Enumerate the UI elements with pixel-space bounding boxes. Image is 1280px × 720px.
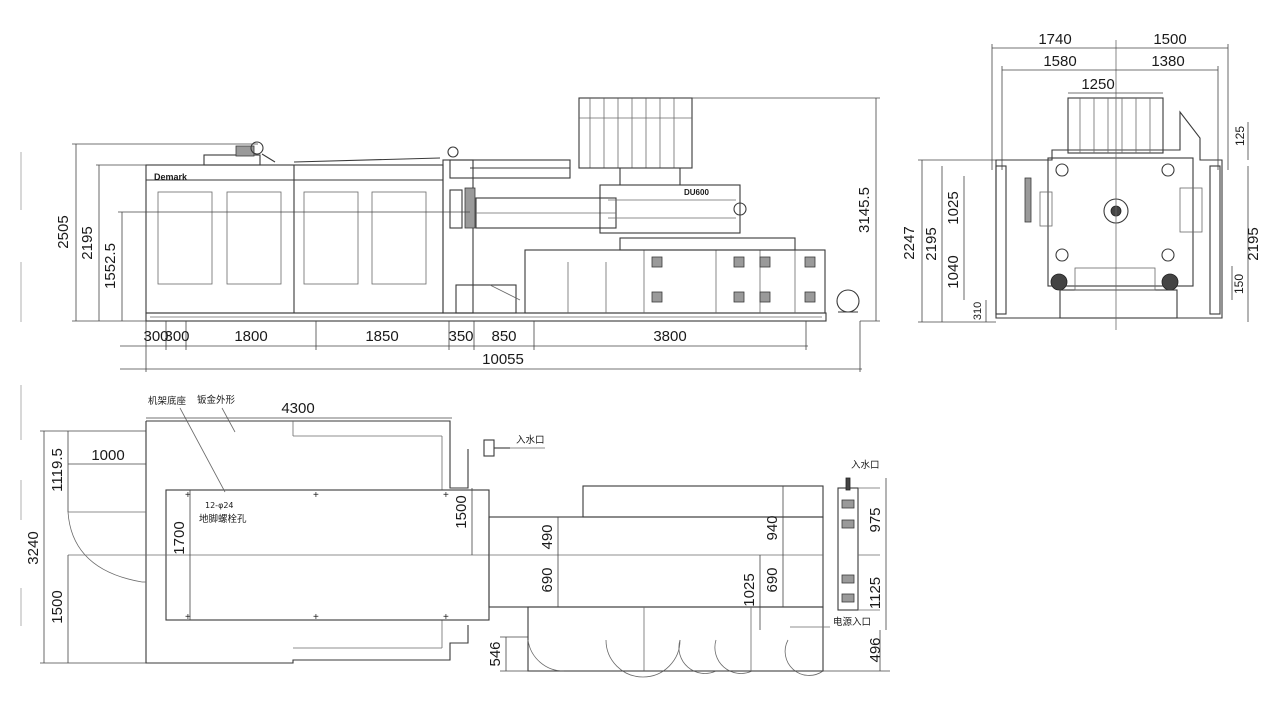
dim-side-height-2505: 2505 xyxy=(55,215,72,248)
dim-side-length-300a: 300 xyxy=(143,328,168,345)
dim-plan-690-a: 690 xyxy=(539,567,556,592)
dim-plan-690-b: 690 xyxy=(764,567,781,592)
dim-side-length-3800: 3800 xyxy=(653,328,686,345)
dim-plan-496: 496 xyxy=(867,637,884,662)
guard-window-4 xyxy=(371,191,427,285)
dim-plan-1125: 1125 xyxy=(867,577,884,609)
page-edge-mark-1 xyxy=(20,152,22,210)
dim-side-height-2195: 2195 xyxy=(79,226,96,259)
power-unit xyxy=(524,249,826,314)
dim-plan-1025: 1025 xyxy=(741,573,758,606)
power-inlet-label: 电源入口 xyxy=(833,616,871,628)
dim-side-length-850: 850 xyxy=(491,328,516,345)
water-inlet-label-2: 入水口 xyxy=(851,459,880,471)
frame-base-label: 机架底座 xyxy=(148,395,187,407)
dim-plan-4300: 4300 xyxy=(281,400,314,417)
guard-window-2 xyxy=(226,191,282,285)
dim-end-height-310: 310 xyxy=(972,302,984,320)
dim-side-height-3145-5: 3145.5 xyxy=(856,187,873,233)
svg-text:+: + xyxy=(443,612,449,623)
brand-label: Demark xyxy=(154,172,188,182)
dim-end-width-1500: 1500 xyxy=(1153,31,1186,48)
dim-end-height-2247: 2247 xyxy=(901,226,918,259)
dim-side-height-1552-5: 1552.5 xyxy=(102,243,119,289)
plan-view: + + + + + + 入水口 入 xyxy=(25,394,890,678)
svg-text:+: + xyxy=(185,490,191,501)
dim-end-width-1380: 1380 xyxy=(1151,53,1184,70)
guard-window-3 xyxy=(303,191,359,285)
anchor-holes-label: 地脚螺栓孔 xyxy=(199,513,247,525)
oil-tank xyxy=(836,289,860,313)
dim-end-height-2195-left: 2195 xyxy=(923,227,940,260)
injection-unit xyxy=(599,184,741,234)
dim-end-width-1740: 1740 xyxy=(1038,31,1071,48)
anchor-holes-spec: 12-φ24 xyxy=(205,501,234,510)
dim-plan-490: 490 xyxy=(539,524,556,549)
page-edge-mark-4 xyxy=(20,480,22,520)
dim-plan-546: 546 xyxy=(487,641,504,666)
page-edge-mark-2 xyxy=(20,262,22,322)
water-inlet-label-1: 入水口 xyxy=(516,434,545,446)
page-edge-mark-5 xyxy=(20,588,22,626)
dim-plan-1500-mid: 1500 xyxy=(453,495,470,528)
dim-side-length-1800: 1800 xyxy=(234,328,267,345)
svg-text:+: + xyxy=(313,490,319,501)
hopper-cage xyxy=(578,97,693,169)
sheet-metal-outline xyxy=(145,420,469,664)
dim-plan-3240: 3240 xyxy=(25,531,42,564)
guard-window-1 xyxy=(157,191,213,285)
dim-end-height-1025: 1025 xyxy=(945,191,962,224)
page-edge-mark-3 xyxy=(20,385,22,440)
dim-side-length-350: 350 xyxy=(448,328,473,345)
svg-text:+: + xyxy=(313,612,319,623)
dim-end-height-2195-right: 2195 xyxy=(1245,227,1262,260)
platen xyxy=(1047,157,1194,287)
dim-plan-940: 940 xyxy=(764,515,781,540)
end-view: 1740 1500 1580 1380 1250 2247 2195 1025 … xyxy=(901,31,1262,330)
dim-plan-975: 975 xyxy=(867,507,884,532)
dim-end-height-150: 150 xyxy=(1232,274,1246,294)
dim-side-length-1850: 1850 xyxy=(365,328,398,345)
dim-plan-1119-5: 1119.5 xyxy=(49,448,66,492)
dim-side-length-300b: 300 xyxy=(164,328,189,345)
dim-plan-1700: 1700 xyxy=(171,521,188,554)
dim-plan-1000: 1000 xyxy=(91,447,124,464)
dim-plan-1500-left: 1500 xyxy=(49,590,66,623)
dim-end-width-1580: 1580 xyxy=(1043,53,1076,70)
dim-end-height-125: 125 xyxy=(1233,126,1247,146)
model-label: DU600 xyxy=(684,188,709,197)
dim-end-width-1250: 1250 xyxy=(1081,76,1114,93)
side-view: Demark DU600 xyxy=(55,97,880,372)
door-swing-arc xyxy=(67,511,143,583)
dim-side-total-length: 10055 xyxy=(482,351,524,368)
end-view-hopper xyxy=(1067,97,1164,154)
svg-text:+: + xyxy=(443,490,449,501)
sheet-metal-label: 钣金外形 xyxy=(197,394,236,406)
dim-end-height-1040: 1040 xyxy=(945,255,962,288)
svg-text:+: + xyxy=(185,612,191,623)
